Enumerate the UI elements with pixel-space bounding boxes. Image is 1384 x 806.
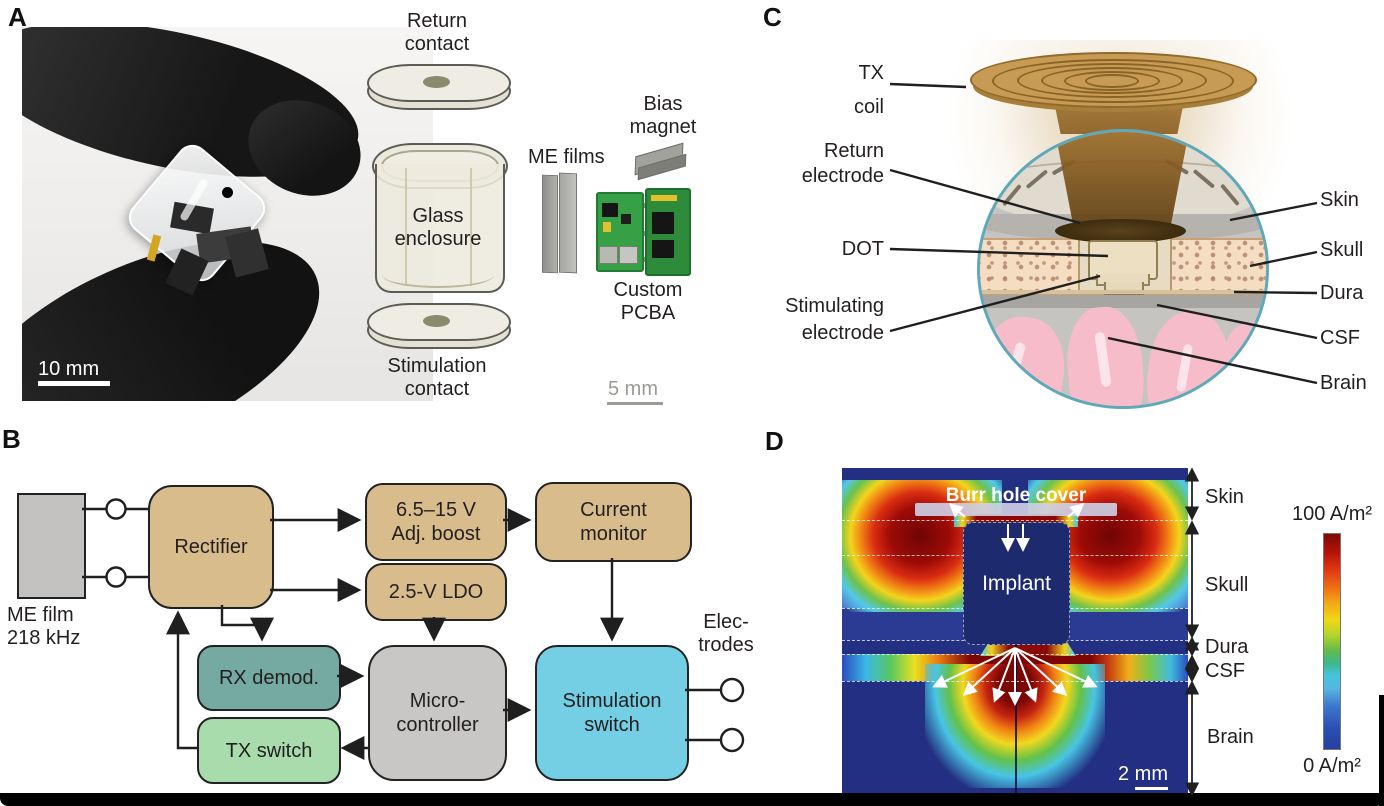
device-hole bbox=[222, 187, 233, 198]
brain-label-c: Brain bbox=[1320, 372, 1367, 394]
panel-a-letter: A bbox=[8, 2, 27, 32]
symmetry-axis-line bbox=[1015, 643, 1017, 797]
dot-label: DOT bbox=[841, 238, 884, 260]
skin-label-d: Skin bbox=[1205, 486, 1244, 508]
implant-rect: Implant bbox=[963, 522, 1070, 645]
tx-coil bbox=[970, 52, 1257, 108]
glass-bottom-arc bbox=[382, 262, 494, 288]
me-film-slab bbox=[542, 174, 558, 274]
rx-demod-block: RX demod. bbox=[197, 645, 341, 711]
pcba-front-cap bbox=[619, 246, 638, 264]
panel-b-letter: B bbox=[2, 424, 21, 454]
return-contact-label: Return contact bbox=[404, 10, 470, 55]
stim-contact-dot bbox=[423, 315, 450, 327]
glass-inner-line bbox=[470, 168, 472, 286]
stimulation-contact-label: Stimulation contact bbox=[387, 355, 487, 400]
exploded-scale-label: 5 mm bbox=[608, 378, 658, 400]
colorbar-max-label: 100 A/m² bbox=[1291, 503, 1373, 525]
sim-scale-bar bbox=[1135, 787, 1168, 790]
pcba-front-chip bbox=[602, 203, 618, 217]
pcba-front-pad bbox=[603, 222, 611, 232]
implant-label: Implant bbox=[982, 571, 1051, 595]
pcba-front-chip bbox=[621, 214, 631, 224]
pcba-front-cap bbox=[599, 246, 618, 264]
right-frame-sliver bbox=[1379, 695, 1384, 806]
microcontroller-block: Micro- controller bbox=[368, 645, 507, 781]
pcba-rod bbox=[598, 231, 690, 236]
burr-hole-cover-label: Burr hole cover bbox=[945, 485, 1087, 506]
skull-label-c: Skull bbox=[1320, 239, 1364, 261]
coil-turn bbox=[1041, 67, 1183, 94]
skin-label-c: Skin bbox=[1320, 189, 1359, 211]
ldo-block: 2.5-V LDO bbox=[365, 563, 507, 621]
coil-turn bbox=[1085, 74, 1139, 88]
me-film-slab bbox=[559, 172, 577, 274]
stimulation-switch-block: Stimulation switch bbox=[535, 645, 689, 781]
brain-label-d: Brain bbox=[1207, 726, 1254, 748]
pcba-rod bbox=[598, 257, 690, 262]
pcba-back-pad bbox=[651, 195, 677, 201]
stimulating-electrode-label-2: electrode bbox=[801, 322, 884, 344]
custom-pcba-label: Custom PCBA bbox=[613, 279, 683, 324]
csf-label-d: CSF bbox=[1205, 660, 1245, 682]
glass-enclosure-label: Glass enclosure bbox=[394, 205, 482, 250]
dura-label-c: Dura bbox=[1320, 282, 1364, 304]
csf-label-c: CSF bbox=[1320, 327, 1360, 349]
tx-coil-label-2: coil bbox=[853, 96, 884, 118]
me-films-label: ME films bbox=[528, 146, 605, 168]
tx-switch-block: TX switch bbox=[197, 717, 341, 784]
skull-label-d: Skull bbox=[1205, 574, 1249, 596]
bottom-frame-bar bbox=[0, 793, 1384, 806]
dura-band bbox=[980, 295, 1266, 308]
electrodes-label: Elec- trodes bbox=[698, 611, 754, 656]
tx-coil-label-1: TX bbox=[858, 62, 884, 84]
pcba-back-chip bbox=[652, 240, 674, 258]
coil-turn bbox=[992, 59, 1234, 103]
current-monitor-block: Current monitor bbox=[535, 482, 692, 562]
coil-turn bbox=[1017, 63, 1207, 98]
pcba-rod bbox=[598, 203, 690, 208]
return-electrode-label-1: Return bbox=[823, 140, 884, 162]
exploded-scale-bar bbox=[607, 402, 663, 405]
bias-magnet-label: Bias magnet bbox=[629, 93, 697, 138]
colorbar-min-label: 0 A/m² bbox=[1303, 755, 1361, 777]
photo-scale-label: 10 mm bbox=[38, 358, 100, 380]
rectifier-block: Rectifier bbox=[148, 485, 274, 609]
panel-c-letter: C bbox=[763, 2, 782, 32]
brain-gyrus bbox=[980, 311, 1071, 406]
glass-inner-line bbox=[405, 168, 407, 286]
return-contact-dot bbox=[423, 76, 450, 88]
photo-scale-bar bbox=[38, 381, 110, 386]
me-film-source-block bbox=[17, 493, 86, 599]
subskull-line bbox=[980, 290, 1266, 294]
sim-scale-label: 2 mm bbox=[1118, 763, 1168, 785]
colorbar bbox=[1323, 533, 1341, 750]
anatomy-circle bbox=[977, 129, 1269, 409]
return-electrode-label-2: electrode bbox=[801, 165, 884, 187]
panel-d-letter: D bbox=[765, 426, 784, 456]
boost-block: 6.5–15 V Adj. boost bbox=[365, 483, 507, 561]
stimulating-electrode-label-1: Stimulating bbox=[785, 295, 884, 317]
boundary-dashed-line bbox=[842, 520, 1188, 521]
pcba-back-chip bbox=[652, 212, 674, 234]
rectifier-label: Rectifier bbox=[174, 536, 248, 558]
simulation-heatmap: Implant Burr hole cover 2 mm bbox=[842, 468, 1188, 797]
me-film-source-label: ME film 218 kHz bbox=[7, 604, 81, 649]
device-photo: 10 mm bbox=[22, 27, 433, 401]
dura-label-d: Dura bbox=[1205, 636, 1249, 658]
coil-turn bbox=[1064, 71, 1160, 91]
